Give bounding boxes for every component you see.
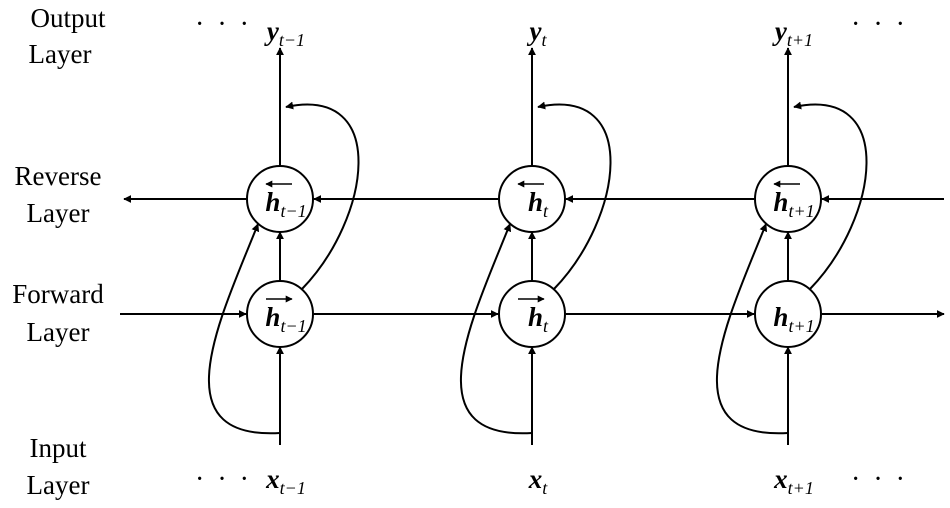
input-x-t1-subscript: t+1 — [788, 478, 814, 498]
input-x-t-base: x — [528, 464, 543, 494]
reverse-layer-label-line2: Layer — [27, 198, 90, 228]
reverse-hidden-t-base: h — [528, 187, 543, 217]
forward-node-circle-t — [498, 280, 566, 348]
ellipsis-bottom-right: · · · — [851, 464, 908, 495]
forward-hidden-t1-subscript: t+1 — [788, 316, 814, 336]
reverse-node-t: ht — [498, 165, 566, 233]
reverse-hidden-t1-subscript: t+1 — [788, 201, 814, 221]
forward-node-circle-t1 — [754, 280, 822, 348]
ellipsis-bottom-left: · · · — [195, 464, 252, 495]
input-x-t1-base: x — [773, 464, 788, 494]
output-y-t-1-base: y — [264, 16, 280, 46]
forward-node-t: ht — [498, 280, 566, 348]
forward-hidden-t1-base: h — [773, 302, 788, 332]
output-y-t-subscript: t — [541, 30, 547, 50]
edge-input-to-reverse-t — [460, 223, 533, 435]
output-y-t: yt — [527, 16, 548, 50]
output-y-t1-base: y — [772, 16, 788, 46]
edge-input-to-reverse-t1 — [716, 223, 789, 435]
forward-hidden-t1: ht+1 — [773, 302, 814, 336]
forward-hidden-t: ht — [528, 302, 549, 336]
input-x-t: xt — [528, 464, 549, 498]
reverse-node-t1: ht+1 — [754, 165, 822, 233]
input-x-t-1: xt−1 — [265, 464, 306, 498]
reverse-hidden-t: ht — [528, 187, 549, 221]
reverse-hidden-t-1-base: h — [265, 187, 280, 217]
output-y-t-base: y — [527, 16, 543, 46]
input-layer-label-line1: Input — [30, 433, 87, 463]
input-x-t-subscript: t — [542, 478, 548, 498]
input-x-t1: xt+1 — [773, 464, 814, 498]
forward-layer-label-line2: Layer — [27, 317, 90, 347]
forward-hidden-t-1: ht−1 — [265, 302, 306, 336]
timestep-column-t-1: yt−1xt−1ht−1ht−1 — [208, 16, 360, 498]
ellipsis-top-left: · · · — [195, 9, 252, 40]
forward-node-t1: ht+1 — [754, 280, 822, 348]
edge-input-to-reverse-t-1 — [208, 223, 281, 435]
input-x-t-1-subscript: t−1 — [280, 478, 306, 498]
forward-hidden-t-base: h — [528, 302, 543, 332]
reverse-hidden-t-1: ht−1 — [265, 187, 306, 221]
forward-hidden-t-1-base: h — [265, 302, 280, 332]
edge-forward-to-output-t — [537, 101, 612, 290]
forward-node-t-1: ht−1 — [246, 280, 314, 348]
input-x-t-1-base: x — [265, 464, 280, 494]
reverse-node-t-1: ht−1 — [246, 165, 314, 233]
output-y-t-1: yt−1 — [264, 16, 305, 50]
edge-forward-to-output-t-1 — [285, 101, 360, 290]
edge-forward-to-output-t1 — [793, 101, 868, 290]
output-y-t-1-subscript: t−1 — [279, 30, 305, 50]
output-y-t1-subscript: t+1 — [787, 30, 813, 50]
reverse-node-circle-t — [498, 165, 566, 233]
reverse-hidden-t-subscript: t — [543, 201, 549, 221]
output-layer-label-line2: Layer — [29, 39, 92, 69]
output-y-t1: yt+1 — [772, 16, 813, 50]
layer-labels: Output Layer Reverse Layer Forward Layer… — [12, 3, 106, 500]
forward-hidden-t-subscript: t — [543, 316, 549, 336]
reverse-hidden-t-1-subscript: t−1 — [280, 201, 306, 221]
forward-node-circle-t-1 — [246, 280, 314, 348]
ellipses: · · · · · · · · · · · · — [195, 9, 908, 495]
reverse-layer-label-line1: Reverse — [15, 161, 102, 191]
reverse-hidden-t1-base: h — [773, 187, 788, 217]
input-layer-label-line2: Layer — [27, 470, 90, 500]
forward-hidden-t-1-subscript: t−1 — [280, 316, 306, 336]
forward-layer-label-line1: Forward — [12, 279, 104, 309]
reverse-hidden-t1: ht+1 — [773, 187, 814, 221]
reverse-node-circle-t1 — [754, 165, 822, 233]
reverse-node-circle-t-1 — [246, 165, 314, 233]
timestep-column-t1: yt+1xt+1ht+1ht+1 — [716, 16, 868, 498]
output-layer-label-line1: Output — [30, 3, 106, 33]
ellipsis-top-right: · · · — [851, 9, 908, 40]
